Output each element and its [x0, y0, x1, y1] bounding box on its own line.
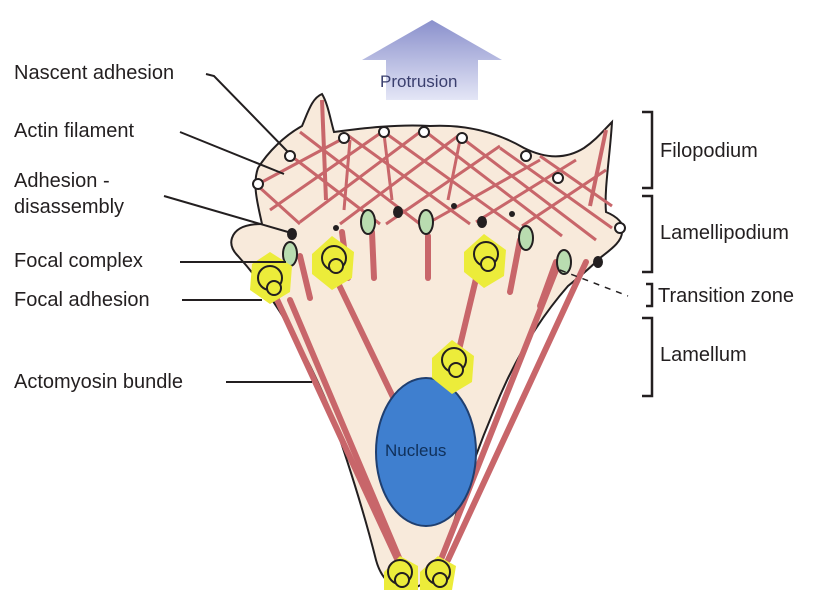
nucleus-label: Nucleus	[385, 441, 446, 461]
label-actomyosin-bundle: Actomyosin bundle	[14, 371, 183, 393]
label-adhesion-disassembly-2: disassembly	[14, 196, 124, 218]
label-adhesion-disassembly-1: Adhesion -	[14, 170, 110, 192]
label-actin-filament: Actin filament	[14, 120, 134, 142]
label-nascent-adhesion: Nascent adhesion	[14, 62, 174, 84]
label-lamellum: Lamellum	[660, 344, 747, 366]
label-lamellipodium: Lamellipodium	[660, 222, 789, 244]
region-brackets	[642, 112, 652, 396]
protrusion-label: Protrusion	[380, 72, 457, 92]
label-focal-adhesion: Focal adhesion	[14, 289, 150, 311]
label-focal-complex: Focal complex	[14, 250, 143, 272]
label-transition-zone: Transition zone	[658, 285, 794, 307]
label-filopodium: Filopodium	[660, 140, 758, 162]
